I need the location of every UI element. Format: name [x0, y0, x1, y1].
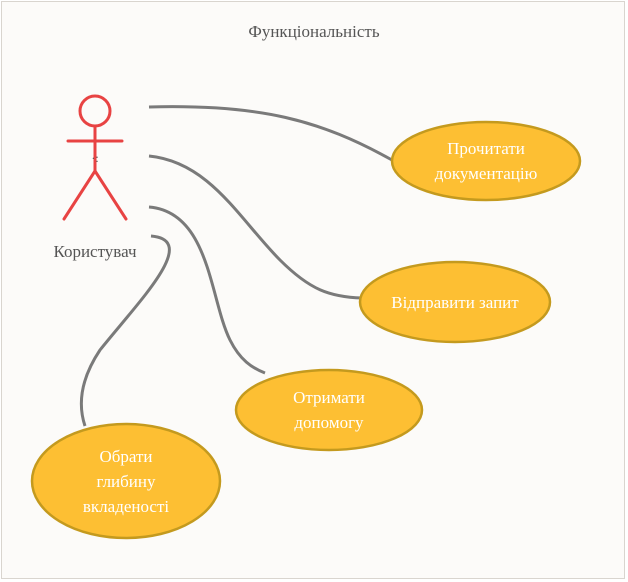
actor-marker: ·: [91, 151, 98, 165]
use-case-choose-depth[interactable] [30, 422, 222, 540]
use-case-read-docs[interactable] [390, 120, 582, 202]
actor-right-leg [93, 169, 128, 221]
actor-label: Користувач [53, 242, 137, 261]
use-case-label-line: Прочитати [447, 139, 525, 158]
use-case-label-line: Обрати [99, 446, 153, 466]
diagram-title: Функціональність [248, 22, 380, 41]
use-case-get-help[interactable] [234, 368, 424, 452]
use-case-label-send-request[interactable]: Відправити запит [360, 262, 550, 342]
use-case-send-request[interactable] [358, 260, 552, 344]
connector-choose-depth [79, 234, 171, 427]
actor-stick-figure [62, 94, 128, 221]
use-case-label-get-help[interactable]: Отримати допомогу [236, 370, 422, 450]
use-case-label-line: документацію [434, 164, 538, 183]
use-case-label-read-docs[interactable]: Прочитати документацію [392, 122, 580, 200]
connector-read-docs [148, 105, 393, 162]
use-case-label-line: допомогу [294, 413, 364, 432]
connector-get-help [148, 205, 266, 375]
use-case-label-choose-depth[interactable]: Обрати глибину вкладеності [32, 424, 220, 538]
connector-send-request [148, 154, 363, 300]
use-case-label-line: Отримати [293, 388, 365, 407]
actor-head [78, 94, 112, 128]
use-case-label-line: Відправити запит [391, 292, 519, 312]
actor-left-leg [62, 169, 97, 221]
use-case-label-line: глибину [96, 471, 156, 491]
use-case-label-line: вкладеності [82, 496, 170, 516]
